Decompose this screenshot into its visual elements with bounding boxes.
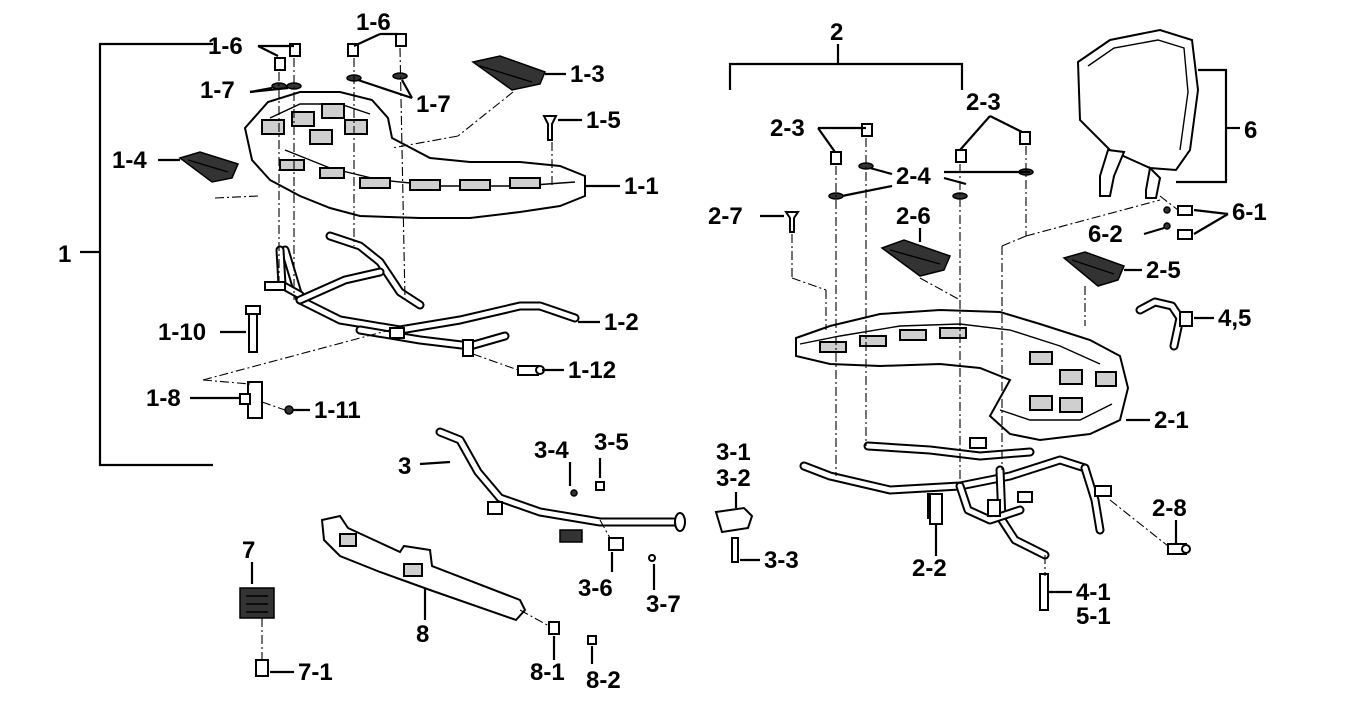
label-3-6: 3-6 bbox=[578, 575, 613, 602]
reflector-7 bbox=[239, 587, 275, 677]
label-2-8: 2-8 bbox=[1152, 495, 1187, 522]
label-1-8: 1-8 bbox=[146, 385, 181, 412]
label-1-5: 1-5 bbox=[586, 107, 621, 134]
label-6: 6 bbox=[1244, 117, 1257, 144]
group-1-bracket bbox=[80, 42, 213, 467]
group-1-bolts bbox=[271, 33, 558, 141]
bracket-8 bbox=[320, 514, 597, 645]
backrest-bolts bbox=[1159, 195, 1193, 240]
label-2-5: 2-5 bbox=[1146, 257, 1181, 284]
label-2-1: 2-1 bbox=[1154, 407, 1189, 434]
label-2-4: 2-4 bbox=[896, 163, 931, 190]
front-rack-body bbox=[243, 91, 586, 219]
group-1-small-parts bbox=[239, 305, 545, 419]
label-1-7-right: 1-7 bbox=[416, 91, 451, 118]
label-8-2: 8-2 bbox=[586, 667, 621, 694]
label-3-1: 3-1 bbox=[716, 439, 751, 466]
label-7-1: 7-1 bbox=[298, 659, 333, 686]
label-6-2: 6-2 bbox=[1088, 221, 1123, 248]
label-3-7: 3-7 bbox=[646, 591, 681, 618]
bar-3 bbox=[435, 427, 686, 543]
label-3-4: 3-4 bbox=[534, 437, 569, 464]
label-3-3: 3-3 bbox=[764, 547, 799, 574]
label-1-6-left: 1-6 bbox=[208, 33, 243, 60]
label-2: 2 bbox=[830, 19, 843, 46]
rack-mat-1-3 bbox=[471, 55, 546, 91]
label-7: 7 bbox=[242, 537, 255, 564]
label-1: 1 bbox=[58, 241, 71, 268]
label-1-1: 1-1 bbox=[624, 173, 659, 200]
label-3-5: 3-5 bbox=[594, 429, 629, 456]
label-1-12: 1-12 bbox=[568, 357, 616, 384]
grab-handle bbox=[1135, 297, 1193, 351]
label-5-1: 5-1 bbox=[1076, 603, 1111, 630]
label-3: 3 bbox=[398, 453, 411, 480]
part-labels: 1 1-6 1-6 1-7 1-7 1-3 1-5 1-4 1-1 1-2 1-… bbox=[58, 9, 1267, 694]
label-2-3-left: 2-3 bbox=[770, 115, 805, 142]
label-2-2: 2-2 bbox=[912, 555, 947, 582]
label-1-2: 1-2 bbox=[604, 309, 639, 336]
rear-rack-body bbox=[795, 308, 1130, 442]
rear-rack-frame bbox=[799, 437, 1112, 560]
label-1-6-right: 1-6 bbox=[356, 9, 391, 36]
label-8-1: 8-1 bbox=[530, 659, 565, 686]
label-3-2: 3-2 bbox=[716, 465, 751, 492]
label-2-7: 2-7 bbox=[708, 203, 743, 230]
label-8: 8 bbox=[416, 621, 429, 648]
label-1-11: 1-11 bbox=[314, 397, 361, 424]
front-rack-frame bbox=[264, 231, 580, 357]
bar-3-parts bbox=[570, 481, 754, 563]
rack-mat-2-5 bbox=[1062, 251, 1126, 287]
leader-lines bbox=[158, 32, 1229, 674]
rack-mat-2-6 bbox=[880, 239, 952, 277]
label-1-10: 1-10 bbox=[158, 319, 206, 346]
label-4-5: 4,5 bbox=[1218, 305, 1251, 332]
label-2-3-right: 2-3 bbox=[966, 89, 1001, 116]
group-2-bracket bbox=[728, 44, 964, 90]
label-4-1: 4-1 bbox=[1076, 579, 1111, 606]
label-1-7-left: 1-7 bbox=[200, 77, 235, 104]
label-1-3: 1-3 bbox=[570, 61, 605, 88]
label-6-1: 6-1 bbox=[1232, 199, 1267, 226]
backrest bbox=[1076, 28, 1240, 199]
label-1-4: 1-4 bbox=[112, 147, 147, 174]
group-1-alignment-lines bbox=[202, 47, 553, 411]
group-2-alignment-lines bbox=[791, 138, 1169, 576]
label-2-6: 2-6 bbox=[896, 203, 931, 230]
rack-mat-1-4 bbox=[178, 151, 240, 183]
